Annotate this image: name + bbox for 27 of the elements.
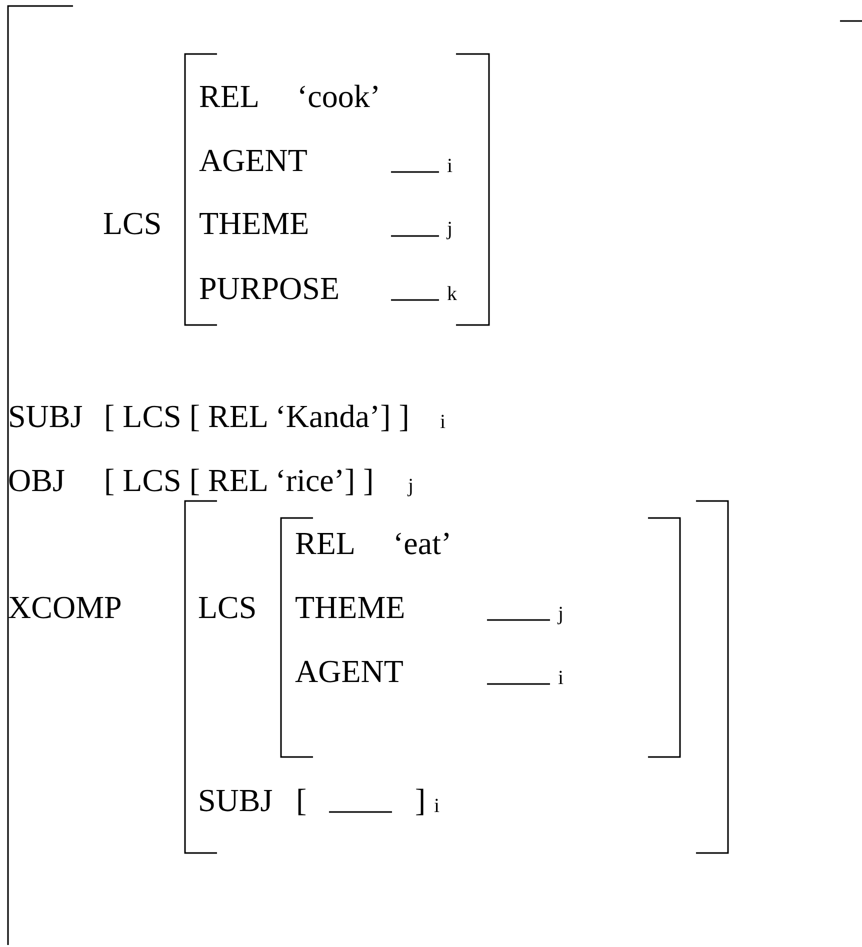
feature-value: ‘eat’ <box>393 525 452 561</box>
feature-label: REL <box>199 78 260 114</box>
feature-value: [ LCS [ REL ‘rice’] ] <box>104 462 374 498</box>
feature-label: LCS <box>198 589 257 625</box>
index-subscript: j <box>558 603 564 625</box>
bracket-symbol: [ <box>296 782 307 818</box>
feature-label: THEME <box>199 205 310 241</box>
index-subscript: i <box>558 667 564 689</box>
index-subscript: k <box>447 283 457 305</box>
feature-label: XCOMP <box>8 589 122 625</box>
feature-label: SUBJ <box>8 398 83 434</box>
feature-label: SUBJ <box>198 782 273 818</box>
index-subscript: j <box>408 475 414 497</box>
index-subscript: j <box>447 218 453 240</box>
feature-value: ‘cook’ <box>297 78 381 114</box>
feature-label: AGENT <box>199 142 308 178</box>
feature-label: LCS <box>103 205 162 241</box>
feature-value: [ LCS [ REL ‘Kanda’] ] <box>104 398 410 434</box>
feature-label: REL <box>295 525 356 561</box>
index-subscript: i <box>434 795 440 817</box>
bracket-symbol: ] <box>415 782 426 818</box>
index-subscript: i <box>447 155 453 177</box>
feature-label: THEME <box>295 589 406 625</box>
feature-label: OBJ <box>8 462 65 498</box>
feature-label: PURPOSE <box>199 270 340 306</box>
feature-label: AGENT <box>295 653 404 689</box>
index-subscript: i <box>440 411 446 433</box>
